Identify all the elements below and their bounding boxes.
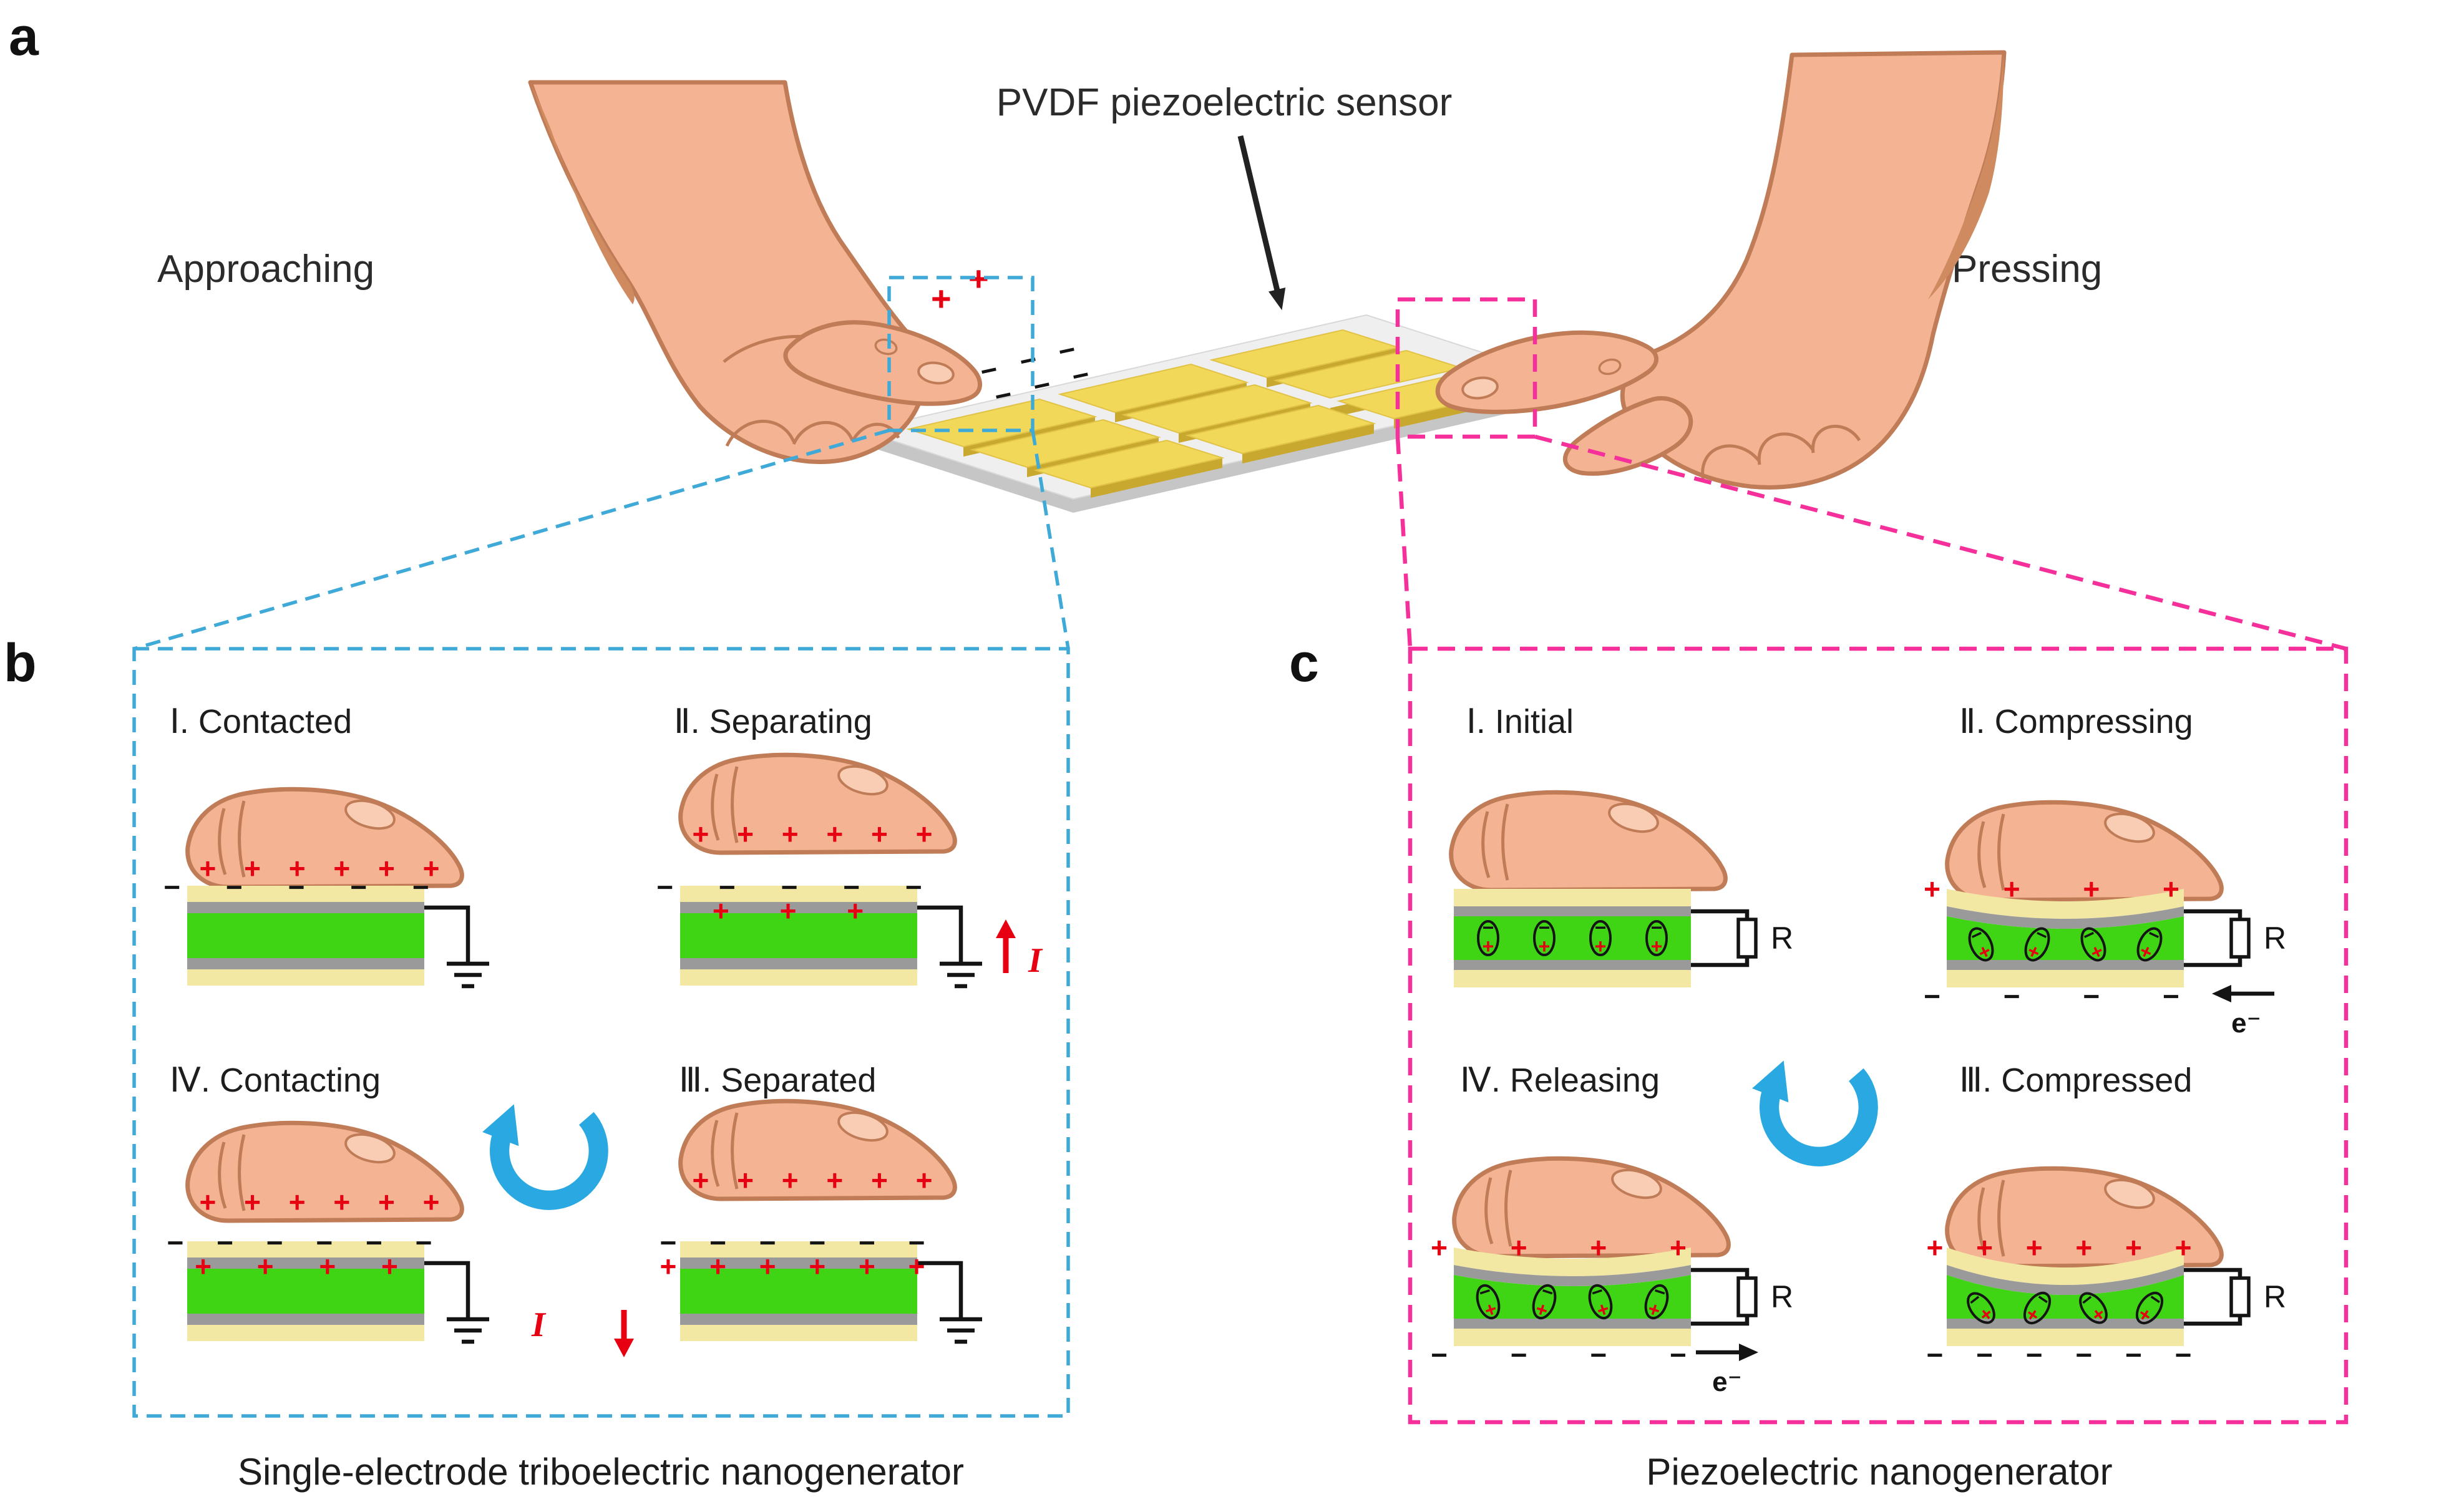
left-hand-illustration: + + [528, 80, 989, 464]
stage-title: Ⅰ. Initial [1466, 703, 1574, 740]
sensor-tile [1033, 439, 1225, 489]
stage-title: Ⅳ. Contacting [170, 1062, 381, 1099]
panel-c: c Ⅰ. Initial R Ⅱ. Compressing R [1289, 633, 2349, 1493]
finger-charges: + + + + + + [199, 1186, 449, 1218]
bottom-charges: − − − − [1431, 1339, 1714, 1371]
current-up-arrow [996, 919, 1016, 973]
stage-b2-separating: Ⅱ. Separating + + + + + + − − − − − + + … [656, 703, 1043, 986]
plus-charge: + [931, 279, 952, 318]
zoom-box-triboelectric [887, 276, 1035, 432]
sensor-tile-face [1091, 458, 1222, 498]
surface-charges: − − − − − − [660, 1226, 937, 1259]
stage-c4-releasing: Ⅳ. Releasing R + + + + − − − − e⁻ [1431, 1062, 1793, 1397]
induced-charges: + + + [713, 894, 885, 927]
sensor-tile [1185, 404, 1376, 455]
surface-charges: − − − − − [163, 871, 447, 903]
electron-flow-arrow [2212, 985, 2274, 1002]
connector-line-piezoelectric [1395, 436, 1413, 649]
hand-shading [530, 82, 635, 304]
stage-c1-initial: Ⅰ. Initial R [1451, 703, 1793, 987]
connector-line-triboelectric [134, 429, 890, 651]
fingernail-icon [1461, 376, 1499, 400]
approaching-label: Approaching [157, 248, 374, 291]
panel-a: a Approaching PVDF piezoelectric sensor … [9, 7, 2347, 651]
panel-c-letter: c [1289, 633, 1319, 693]
induced-charges: + + + + + + [660, 1250, 937, 1282]
current-label: I [531, 1306, 547, 1344]
resistor-label: R [2264, 1279, 2286, 1314]
sensor-pointer-arrow [1237, 135, 1286, 311]
connector-line-piezoelectric [1534, 434, 2347, 651]
resistor-label: R [1771, 921, 1793, 956]
caption-piezoelectric: Piezoelectric nanogenerator [1646, 1451, 2112, 1493]
sensor-tile [1121, 384, 1313, 434]
stage-title: Ⅱ. Compressing [1959, 703, 2193, 740]
connector-line-triboelectric [1031, 430, 1070, 649]
caption-triboelectric: Single-electrode triboelectric nanogener… [238, 1451, 964, 1493]
bottom-charges: − − − − [1924, 980, 2207, 1012]
stage-b3-separated: Ⅲ. Separated + + + + + + − − − − − − + +… [660, 1062, 982, 1342]
right-hand-illustration [1435, 50, 2007, 490]
panel-a-letter: a [9, 7, 39, 67]
sensor-array: − − − − − − [859, 314, 1581, 513]
stage-c3-compressed: Ⅲ. Compressed R + + + + + + − − − − − − [1926, 1062, 2286, 1371]
top-charges: + + + + [1924, 873, 2207, 905]
current-down-arrow [614, 1310, 634, 1357]
surface-charges: − − − − − − [167, 1226, 444, 1259]
piezoelectric-stack [1947, 1248, 2184, 1346]
panel-c-border [1408, 646, 2349, 1425]
bottom-charges: − − − − − − [1926, 1339, 2204, 1371]
stage-title: Ⅲ. Separated [679, 1062, 876, 1099]
electron-flow-arrow [1696, 1344, 1758, 1361]
current-label: I [1028, 941, 1043, 980]
stage-b4-contacting: Ⅳ. Contacting + + + + + + − − − − − − + … [167, 1062, 489, 1342]
zoom-box-piezoelectric [1395, 297, 1537, 439]
panel-b-border [132, 647, 1070, 1418]
panel-b: b Ⅰ. Contacted + + + + + + − − − − − Ⅱ. … [4, 633, 1070, 1493]
stage-title: Ⅰ. Contacted [170, 703, 352, 740]
top-charges: + + + + + + [1926, 1231, 2204, 1264]
fingernail-icon [917, 361, 955, 385]
finger-charges: + + + + + + [692, 818, 942, 850]
resistor-label: R [2264, 921, 2286, 956]
sensor-label: PVDF piezoelectric sensor [996, 81, 1453, 124]
surface-charges: − − − − − [656, 871, 940, 903]
stage-title: Ⅱ. Separating [674, 703, 872, 740]
knuckle-crease-icon [1598, 358, 1622, 376]
stage-b1-contacted: Ⅰ. Contacted + + + + + + − − − − − [163, 703, 489, 986]
electron-label: e⁻ [2231, 1008, 2261, 1039]
sensor-tile [970, 419, 1161, 468]
finger-charges: + + + + + + [199, 852, 449, 884]
induced-charges: + + + + [195, 1250, 417, 1282]
sensor-tile [906, 398, 1098, 448]
stage-c2-compressing: Ⅱ. Compressing R + + + + − − − − e⁻ [1924, 703, 2286, 1039]
sensor-tile [1058, 363, 1249, 414]
piezoelectric-stack [1947, 889, 2184, 987]
electron-label: e⁻ [1712, 1367, 1742, 1397]
stage-title: Ⅳ. Releasing [1460, 1062, 1660, 1099]
stage-title: Ⅲ. Compressed [1959, 1062, 2192, 1099]
resistor-label: R [1771, 1279, 1793, 1314]
piezoelectric-stack [1454, 1248, 1691, 1346]
finger-charges: + + + + + + [692, 1164, 942, 1196]
sensor-tile-face [1242, 424, 1374, 463]
panel-b-letter: b [4, 633, 37, 693]
hand-shading [1928, 54, 2004, 299]
pressing-label: Pressing [1952, 248, 2102, 291]
top-charges: + + + + [1431, 1231, 1714, 1264]
